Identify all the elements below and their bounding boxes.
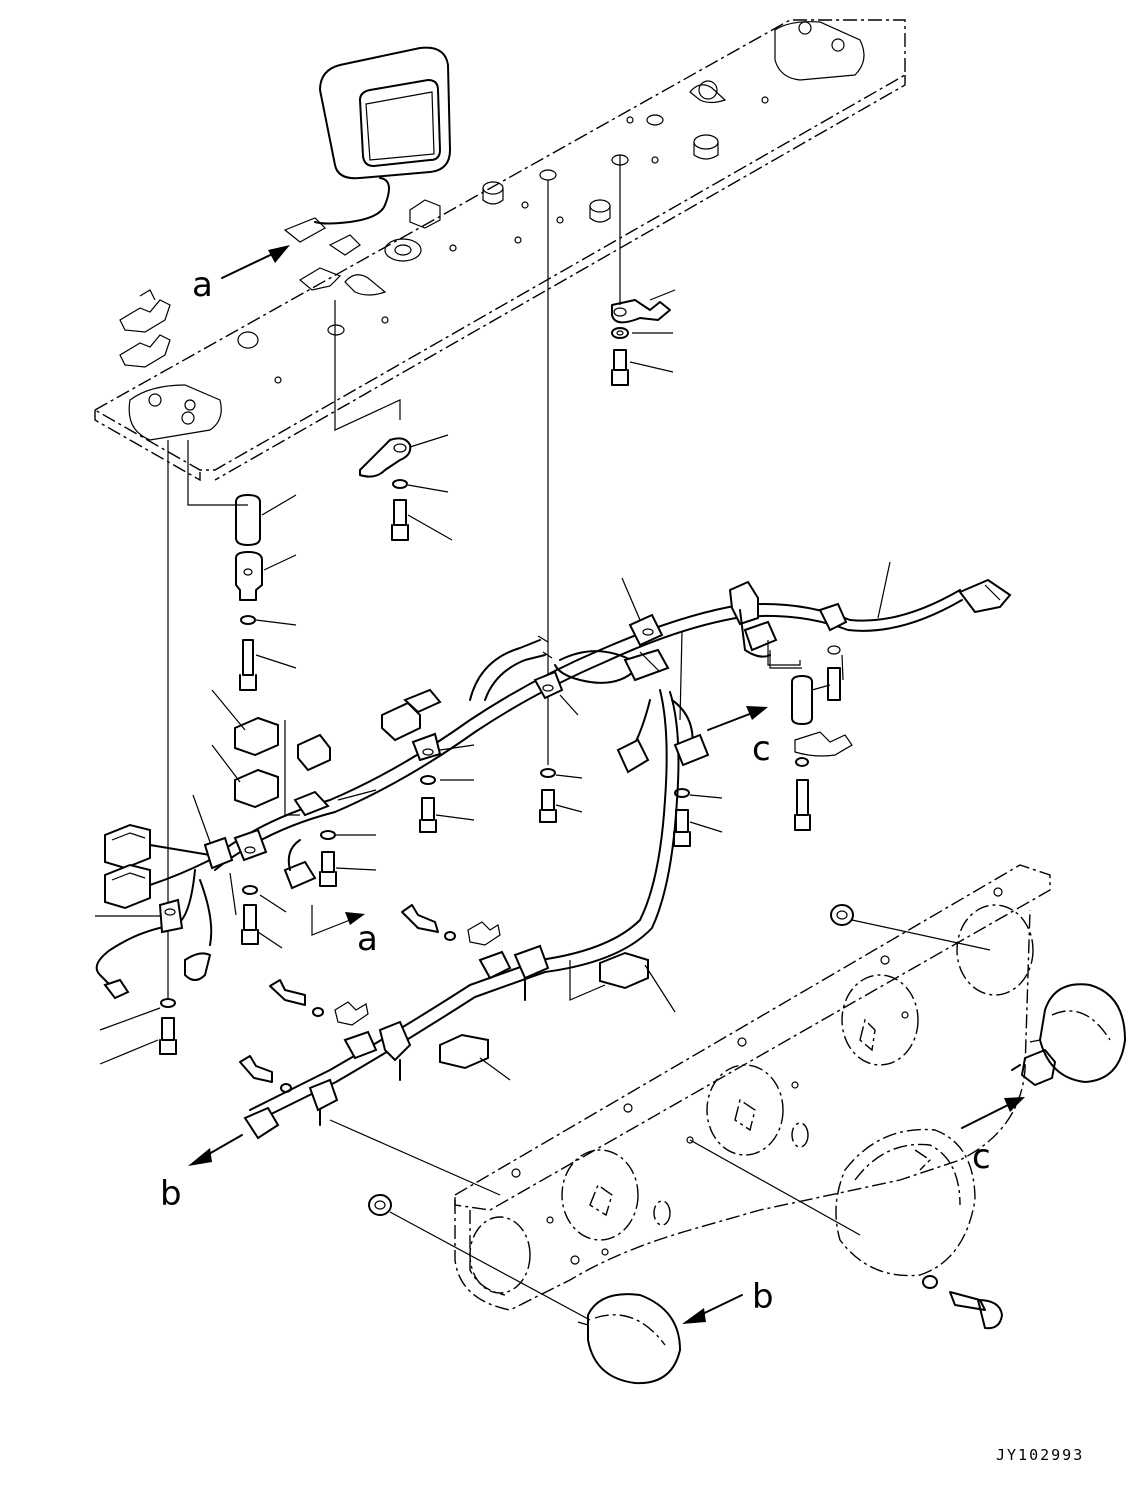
rear-lamp-right <box>1029 983 1126 1083</box>
harness-fasteners <box>159 640 853 1055</box>
loose-bolts-middle <box>239 904 501 1093</box>
rear-lamp-bracket <box>329 864 1051 1321</box>
fastener-stack-upper-right <box>611 289 676 386</box>
rear-lamp-housing <box>689 1128 1003 1330</box>
view-arrow-c-right: c <box>961 1097 1025 1177</box>
view-label-b-right: b <box>752 1277 774 1317</box>
view-arrow-a-mid: a <box>311 905 378 959</box>
view-arrow-b-right: b <box>682 1277 774 1324</box>
view-label-a-mid: a <box>357 919 378 959</box>
view-label-a-top: a <box>192 265 213 305</box>
view-arrow-c-mid: c <box>707 706 771 769</box>
leader-lines <box>95 561 891 1081</box>
rear-lamp-bottom <box>577 1293 681 1385</box>
view-label-c-right: c <box>972 1137 991 1177</box>
assembly-guide-lines <box>167 155 621 1000</box>
wiring-harness <box>95 578 1012 1140</box>
view-arrow-a-top: a <box>192 245 290 305</box>
fastener-stack-mid <box>359 434 453 541</box>
lamp-socket-c <box>1011 1049 1056 1086</box>
view-label-b-left: b <box>160 1174 182 1214</box>
drawing-code: JY102993 <box>996 1446 1084 1464</box>
fastener-stack-left <box>235 494 297 691</box>
view-arrow-b-left: b <box>160 1134 243 1214</box>
work-lamp <box>283 46 451 243</box>
upper-mounting-plate <box>93 19 906 482</box>
view-label-c-mid: c <box>752 729 771 769</box>
